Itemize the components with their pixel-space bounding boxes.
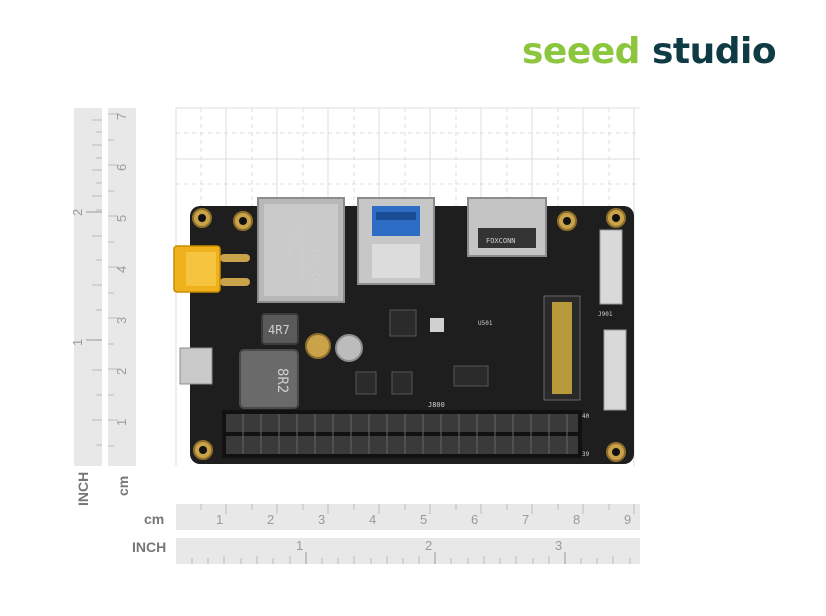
hinch-tick-1: 1 [296, 538, 303, 553]
chip [453, 365, 489, 387]
label-j901: J901 [598, 311, 613, 318]
ethernet-jack: FLY CORE FC-3026YTNL 2204 [257, 197, 345, 303]
hcm-tick-2: 2 [267, 512, 274, 527]
fpc-connector [603, 329, 627, 411]
chip [389, 309, 417, 337]
micro-usb-port [179, 347, 213, 385]
label-u501: U501 [478, 320, 493, 327]
inductor-large-text: 8R2 [274, 368, 290, 393]
vcm-tick-3: 3 [114, 317, 129, 324]
usb-port [357, 197, 435, 285]
hcm-tick-9: 9 [624, 512, 631, 527]
vinch-unit-label: INCH [75, 472, 91, 506]
vcm-tick-7: 7 [114, 113, 129, 120]
power-connector [173, 245, 250, 293]
core-board-connector [543, 295, 581, 401]
label-j800: J800 [428, 401, 445, 409]
hcm-tick-5: 5 [420, 512, 427, 527]
pcb-board: FLY CORE FC-3026YTNL 2204 FOXCONN 8 [173, 197, 634, 464]
gpio-header [222, 410, 582, 458]
vinch-tick-1: 1 [70, 339, 85, 346]
vcm-tick-4: 4 [114, 266, 129, 273]
hcm-tick-7: 7 [522, 512, 529, 527]
vcm-tick-1: 1 [114, 419, 129, 426]
inductor-large: 8R2 [239, 349, 299, 409]
hcm-tick-8: 8 [573, 512, 580, 527]
hcm-tick-4: 4 [369, 512, 376, 527]
logo-seeed: seeed [522, 31, 640, 72]
hdmi-brand: FOXCONN [486, 237, 516, 245]
ethernet-date: 2204 [285, 236, 294, 255]
chip [355, 371, 377, 395]
vcm-unit-label: cm [115, 476, 131, 496]
hinch-unit-label: INCH [132, 539, 166, 555]
vcm-tick-2: 2 [114, 368, 129, 375]
inductor-small-text: 4R7 [268, 323, 290, 337]
hinch-tick-2: 2 [425, 538, 432, 553]
logo-studio: studio [652, 31, 777, 72]
fpc-connector [599, 229, 623, 305]
vertical-cm-ruler: 7 6 5 4 3 2 1 cm [108, 108, 136, 496]
capacitor [335, 334, 363, 362]
ethernet-code: FC-3026YTNL [297, 230, 306, 283]
ethernet-text: FLY CORE [309, 248, 320, 296]
hcm-unit-label: cm [144, 511, 164, 527]
chip [391, 371, 413, 395]
hcm-tick-6: 6 [471, 512, 478, 527]
hdmi-port: FOXCONN [467, 197, 547, 257]
hcm-tick-1: 1 [216, 512, 223, 527]
vcm-tick-5: 5 [114, 215, 129, 222]
measurement-grid [175, 107, 640, 466]
inductor-small: 4R7 [261, 313, 299, 345]
capacitor [305, 333, 331, 359]
label-pin40: 40 [582, 413, 590, 420]
hinch-tick-3: 3 [555, 538, 562, 553]
horizontal-inch-ruler: 1 2 3 INCH [132, 538, 640, 564]
horizontal-cm-ruler: 1 2 3 4 5 6 7 8 9 cm [144, 504, 640, 530]
seeed-studio-logo: seeed studio [522, 30, 777, 74]
vertical-inch-ruler: 2 1 INCH [70, 108, 102, 506]
hcm-tick-3: 3 [318, 512, 325, 527]
vinch-tick-2: 2 [70, 209, 85, 216]
chip [430, 318, 444, 332]
vcm-tick-6: 6 [114, 164, 129, 171]
label-pin39: 39 [582, 451, 590, 458]
